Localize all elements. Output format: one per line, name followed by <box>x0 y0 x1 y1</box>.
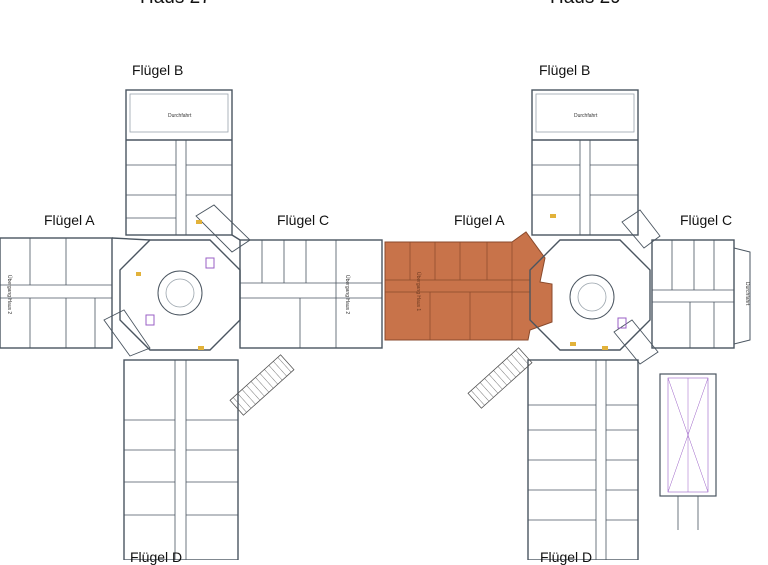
haus-29-outer-stair <box>467 347 533 409</box>
haus-27-wing-a-label: Flügel A <box>44 212 95 228</box>
stair-rotunda <box>157 270 203 316</box>
haus-27-plan <box>0 89 383 560</box>
central-hub <box>119 239 241 351</box>
haus-29-wing-a-label: Flügel A <box>454 212 505 228</box>
haus-27-fixtures <box>136 220 215 350</box>
haus-27-outer-stair <box>229 354 295 416</box>
haus-29-wing-b-label: Flügel B <box>539 62 591 78</box>
wing-c-outline <box>239 239 383 349</box>
wing-a-outline <box>0 237 113 349</box>
haus-29-fixtures <box>550 214 627 350</box>
stair-rotunda-29 <box>569 274 615 320</box>
haus-27-uebergang-left: Übergang Haus 2 <box>6 275 12 315</box>
haus-27-wing-c-label: Flügel C <box>277 212 330 228</box>
haus-27-durchfahrt-label: Durchfahrt <box>168 113 192 119</box>
haus-29-durchfahrt-right-label: Durchfahrt <box>744 282 750 306</box>
haus-27-wing-d-label: Flügel D <box>130 549 183 565</box>
wing-b-outline <box>125 89 233 236</box>
highlighted-wing-a <box>384 231 553 341</box>
haus-29-uebergang-label: Übergang Haus 1 <box>415 272 421 312</box>
haus-29-title: Haus 29 <box>550 0 621 9</box>
highlighted-wing-a-rooms <box>385 242 530 340</box>
wing-d-outline <box>123 359 239 560</box>
central-hub-29 <box>529 239 651 351</box>
stair-tower-detail <box>659 373 717 530</box>
haus-29-wing-c-label: Flügel C <box>680 212 733 228</box>
haus-29-wing-d-label: Flügel D <box>540 549 593 565</box>
haus-27-wing-b-label: Flügel B <box>132 62 184 78</box>
haus-29-plan <box>527 89 751 560</box>
haus-29-durchfahrt-top-label: Durchfahrt <box>574 113 598 119</box>
wing-b-outline-29 <box>531 89 639 236</box>
wing-c-outline-29 <box>651 239 735 349</box>
haus-27-title: Haus 27 <box>140 0 211 9</box>
haus-27-uebergang-right: Übergang Haus 2 <box>344 275 350 315</box>
